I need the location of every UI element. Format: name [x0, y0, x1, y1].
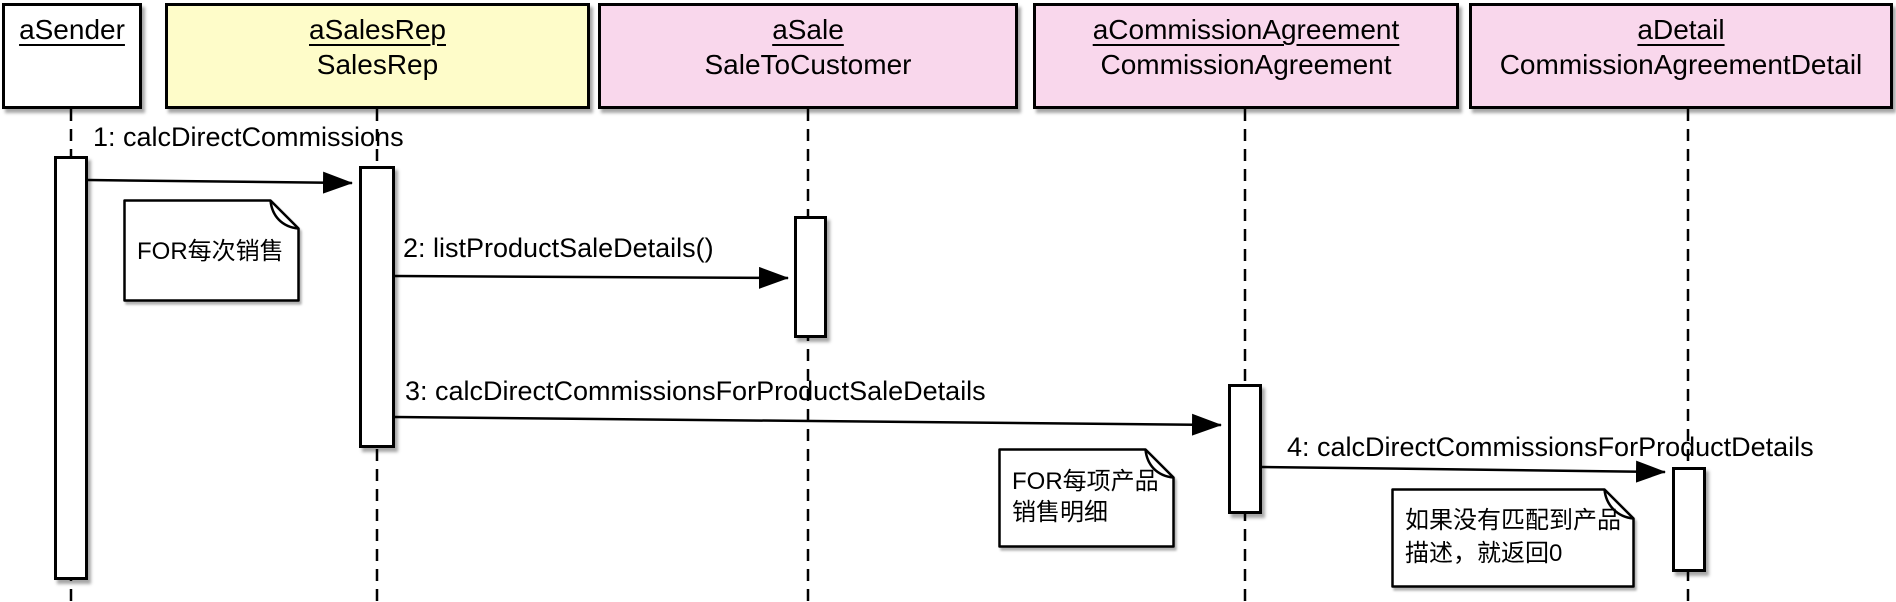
note-dogear-icon — [1603, 489, 1634, 520]
note-text: FOR每次销售 — [137, 238, 284, 265]
object-name: aSender — [19, 14, 125, 45]
note-for-each-sale: FOR每次销售 — [123, 199, 300, 302]
object-class: SalesRep — [316, 49, 439, 80]
object-class: CommissionAgreementDetail — [1499, 49, 1863, 80]
object-name: aCommissionAgreement — [1092, 14, 1400, 45]
note-dogear-icon — [269, 200, 299, 230]
note-text-line: 销售明细 — [1012, 499, 1108, 526]
object-class: SaleToCustomer — [704, 49, 912, 80]
note-no-match-return-zero: 如果没有匹配到产品 描述，就返回0 — [1391, 488, 1635, 588]
note-shape — [123, 199, 300, 302]
activation-bar-asalesrep — [359, 166, 395, 448]
activation-bar-asale — [794, 216, 827, 338]
note-text-line: 描述，就返回0 — [1405, 540, 1563, 567]
message-4-arrow — [1261, 460, 1666, 483]
activation-bar-asender — [54, 156, 88, 580]
lifeline-head-asale: aSale SaleToCustomer — [598, 3, 1018, 109]
object-name: aDetail — [1637, 14, 1725, 45]
object-class: CommissionAgreement — [1100, 49, 1392, 80]
message-2-label: 2: listProductSaleDetails() — [403, 233, 714, 263]
object-name: aSale — [772, 14, 844, 45]
lifeline-head-acommissionagreement: aCommissionAgreement CommissionAgreement — [1033, 3, 1459, 109]
lifeline-head-asalesrep: aSalesRep SalesRep — [165, 3, 590, 109]
message-2-arrow — [394, 266, 789, 289]
note-for-each-product-sale-detail: FOR每项产品 销售明细 — [998, 448, 1175, 548]
note-dogear-icon — [1144, 449, 1174, 479]
note-shape — [1391, 488, 1635, 588]
object-name: aSalesRep — [309, 14, 446, 45]
message-1-label: 1: calcDirectCommissions — [93, 122, 404, 152]
note-text-line: 如果没有匹配到产品 — [1405, 507, 1621, 534]
activation-bar-acommissionagreement — [1228, 384, 1262, 514]
message-3-arrow — [394, 413, 1222, 436]
lifeline-head-adetail: aDetail CommissionAgreementDetail — [1469, 3, 1893, 109]
message-1-arrow — [87, 171, 353, 194]
note-text-line: FOR每项产品 — [1012, 468, 1159, 495]
activation-bar-adetail — [1672, 467, 1706, 572]
message-3-label: 3: calcDirectCommissionsForProductSaleDe… — [405, 376, 986, 406]
lifeline-head-asender: aSender — [2, 3, 142, 109]
message-4-label: 4: calcDirectCommissionsForProductDetail… — [1287, 432, 1814, 462]
note-shape — [998, 448, 1175, 548]
